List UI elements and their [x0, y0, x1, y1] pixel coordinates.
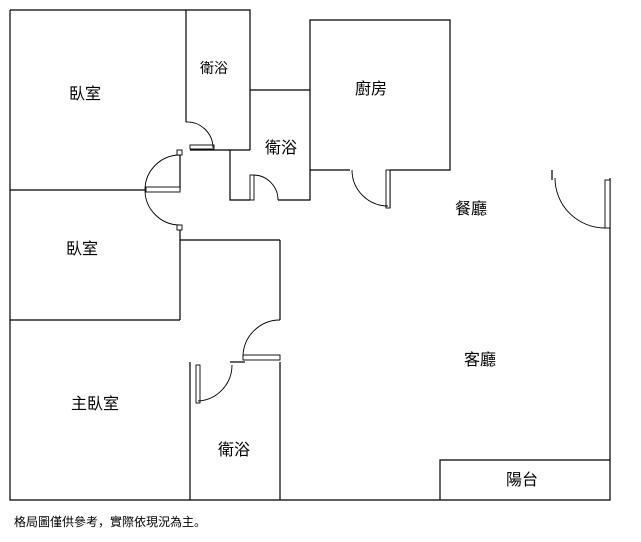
label-living: 客廳: [464, 350, 496, 369]
label-kitchen: 廚房: [355, 79, 387, 98]
door-swing-top-bath: [185, 121, 214, 149]
doors: [144, 121, 611, 404]
label-bedroom-2: 臥室: [66, 239, 98, 258]
room-labels: 臥室 衛浴 衛浴 廚房 臥室 餐廳 客廳 主臥室 衛浴 陽台: [66, 61, 538, 489]
door-swing-master: [242, 319, 281, 358]
door-swing-master-bath: [197, 364, 233, 402]
disclaimer-caption: 格局圖僅供參考，實際依現況為主。: [14, 515, 207, 529]
door-kitchen: [385, 169, 391, 209]
label-master-bedroom: 主臥室: [71, 394, 119, 413]
door-middle-bath: [249, 174, 255, 201]
door-master-bath: [195, 364, 201, 404]
door-entry: [604, 179, 611, 229]
label-bedroom-1: 臥室: [69, 84, 101, 103]
door-swing-kitchen: [351, 169, 389, 207]
door-bedrooms: [145, 186, 181, 193]
door-swing-entry: [554, 177, 606, 229]
label-bath-middle: 衛浴: [265, 138, 297, 157]
door-swing-bedrooms: [144, 154, 181, 226]
label-dining: 餐廳: [455, 199, 487, 218]
door-master: [242, 354, 281, 361]
label-bath-top: 衛浴: [200, 61, 228, 77]
label-bath-master: 衛浴: [218, 440, 250, 459]
door-swing-middle-bath: [253, 174, 279, 201]
label-balcony: 陽台: [506, 470, 538, 489]
door-top-bath: [189, 144, 215, 150]
